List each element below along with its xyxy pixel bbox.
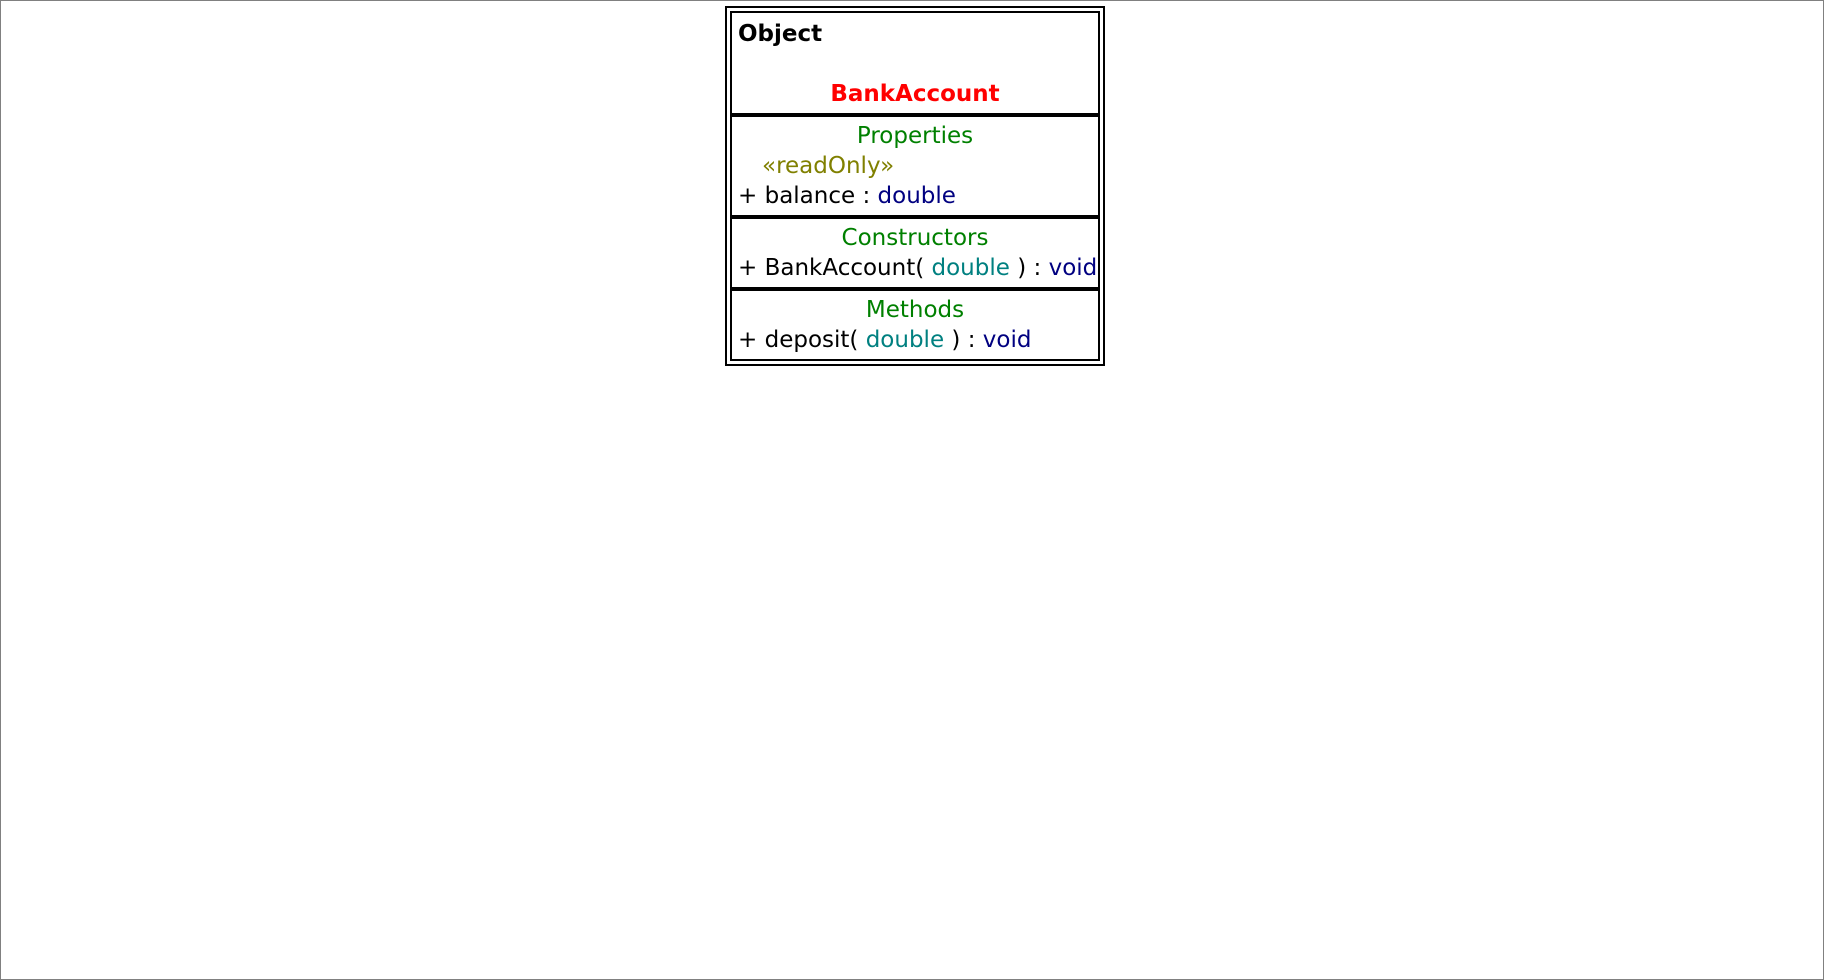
method-close: ) [951, 327, 961, 353]
constructor-bankaccount: + BankAccount( double ) : void [738, 253, 1097, 283]
readonly-stereotype: «readOnly» [762, 153, 895, 179]
uml-class-box[interactable]: Object BankAccount Properties «readOnly»… [725, 6, 1105, 366]
property-balance: + balance : double [738, 181, 1092, 211]
methods-section: Methods + deposit( double ) : void [732, 287, 1098, 359]
method-deposit: + deposit( double ) : void [738, 325, 1092, 355]
methods-title: Methods [865, 297, 965, 323]
constructor-name: BankAccount( [764, 255, 925, 281]
property-name: balance [764, 183, 856, 209]
property-type: double [877, 183, 956, 209]
class-header: Object BankAccount [732, 13, 1098, 113]
method-separator: : [967, 327, 976, 353]
method-return-type: void [982, 327, 1032, 353]
properties-section: Properties «readOnly» + balance : double [732, 113, 1098, 215]
properties-title: Properties [856, 123, 974, 149]
method-name: deposit( [764, 327, 859, 353]
constructor-separator: : [1033, 255, 1042, 281]
constructor-close: ) [1017, 255, 1027, 281]
parent-class-label: Object [738, 21, 823, 47]
uml-class-inner: Object BankAccount Properties «readOnly»… [730, 11, 1100, 361]
method-param-type: double [865, 327, 945, 353]
class-name: BankAccount [830, 81, 1000, 107]
constructor-return-type: void [1048, 255, 1098, 281]
constructor-param-type: double [931, 255, 1010, 281]
property-separator: : [862, 183, 871, 209]
constructors-section: Constructors + BankAccount( double ) : v… [732, 215, 1098, 287]
constructors-title: Constructors [841, 225, 989, 251]
method-visibility: + [738, 327, 758, 353]
property-visibility: + [738, 183, 758, 209]
constructor-visibility: + [738, 255, 758, 281]
